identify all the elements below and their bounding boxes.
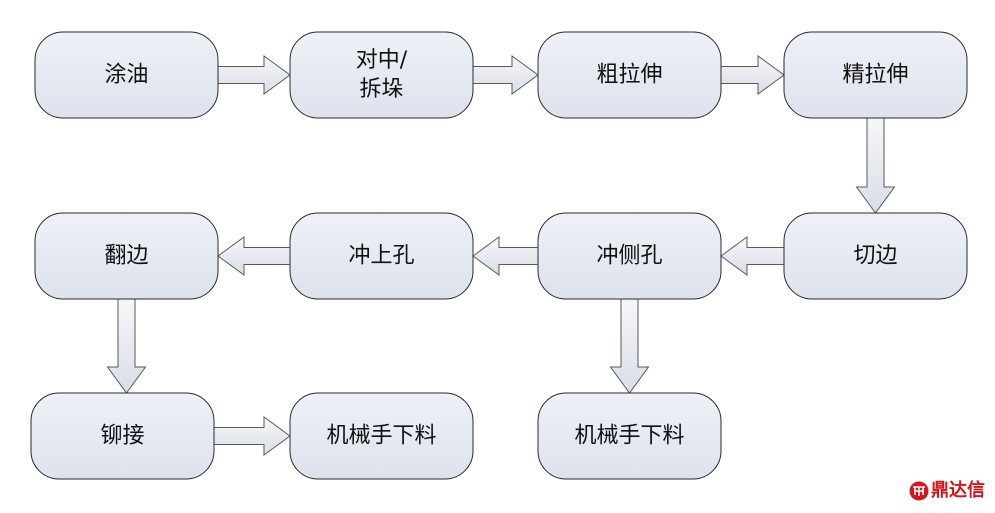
process-node-qiebian1: 切边	[783, 212, 968, 300]
process-node-fanbian: 翻边	[34, 212, 219, 300]
process-node-tuyou: 涂油	[34, 31, 219, 119]
flow-arrow-chongshangkong-to-fanbian	[217, 236, 291, 276]
watermark: 鼎达信	[909, 481, 985, 501]
node-box	[537, 392, 722, 480]
process-node-maojie: 铆接	[30, 392, 215, 480]
node-label: 机械手下料	[326, 424, 436, 449]
node-box	[34, 212, 219, 300]
process-node-chongcekong: 冲侧孔	[537, 212, 722, 300]
node-label: 冲侧孔	[596, 244, 662, 269]
flow-arrow-tuyou-to-duizhong	[217, 55, 291, 95]
process-node-chongshangkong: 冲上孔	[289, 212, 474, 300]
node-box	[30, 392, 215, 480]
node-label: 冲上孔	[348, 244, 414, 269]
flow-arrow-chongcekong-to-xialiao2	[609, 298, 650, 394]
node-box	[783, 212, 968, 300]
watermark-text: 鼎达信	[931, 480, 985, 501]
node-label: 涂油	[104, 63, 148, 88]
node-label: 拆垛	[359, 77, 403, 102]
flow-arrow-duizhong-to-culashen	[472, 55, 539, 95]
logo-icon	[909, 481, 929, 501]
node-label: 铆接	[100, 424, 144, 449]
flow-arrow-jinglashen-to-qiebian1	[855, 117, 896, 214]
node-box	[289, 31, 474, 119]
process-node-duizhong: 对中/拆垛	[289, 31, 474, 119]
node-label: 翻边	[104, 244, 148, 269]
node-box	[537, 212, 722, 300]
flow-arrow-chongcekong-to-chongshangkong	[472, 236, 539, 276]
flow-arrow-maojie-to-xialiao1	[213, 416, 291, 456]
process-node-jinglashen: 精拉伸	[783, 31, 968, 119]
node-box	[289, 392, 474, 480]
flow-arrow-qiebian1-to-chongcekong	[720, 236, 785, 276]
node-label: 切边	[853, 244, 897, 269]
flow-arrow-fanbian-to-maojie	[106, 298, 147, 394]
node-box	[783, 31, 968, 119]
arrows-layer	[106, 55, 896, 456]
node-label: 对中/	[356, 48, 408, 73]
process-node-xialiao2: 机械手下料	[537, 392, 722, 480]
node-box	[34, 31, 219, 119]
process-node-xialiao1: 机械手下料	[289, 392, 474, 480]
flow-arrow-culashen-to-jinglashen	[720, 55, 785, 95]
process-node-culashen: 粗拉伸	[537, 31, 722, 119]
node-label: 粗拉伸	[596, 63, 662, 88]
node-box	[289, 212, 474, 300]
node-label: 机械手下料	[574, 424, 684, 449]
node-label: 精拉伸	[842, 63, 908, 88]
node-box	[537, 31, 722, 119]
